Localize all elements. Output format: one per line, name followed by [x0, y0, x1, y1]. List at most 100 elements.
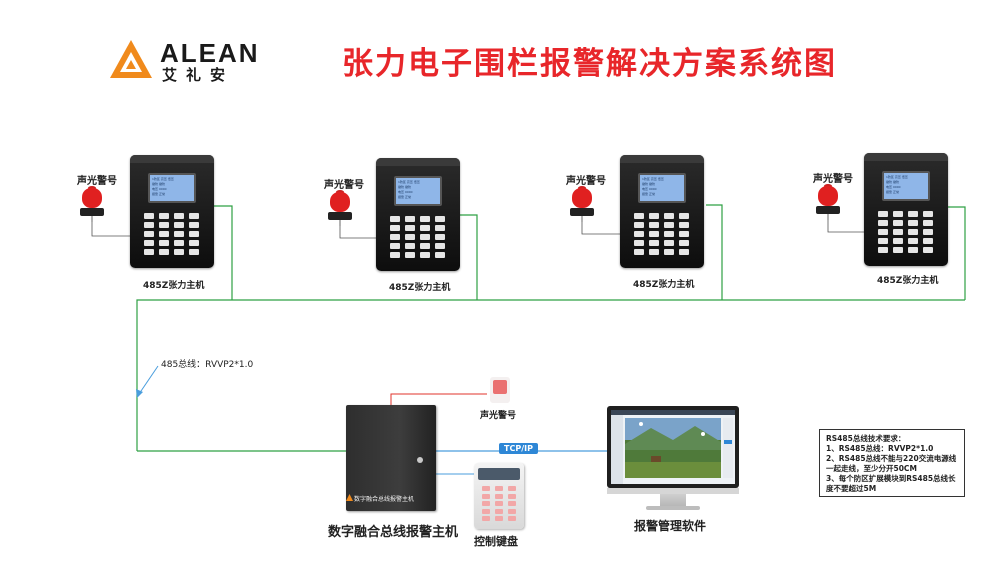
host-key [878, 238, 888, 244]
host-key [634, 213, 644, 219]
host-key [159, 222, 169, 228]
host-key [893, 247, 903, 253]
host-key [923, 229, 933, 235]
host-key [679, 222, 689, 228]
host-key [420, 225, 430, 231]
panel-label: 数字融合总线报警主机 [328, 525, 459, 540]
host-key [893, 211, 903, 217]
keypad-key [482, 493, 490, 499]
rs485-notes: RS485总线技术要求： 1、RS485总线：RVVP2*1.0 2、RS485… [819, 429, 965, 497]
host-key [405, 216, 415, 222]
host-key [390, 243, 400, 249]
host-key [435, 243, 445, 249]
host-key [435, 225, 445, 231]
host-key [420, 252, 430, 258]
siren-lead-wires [91, 216, 865, 239]
bus-label-arrow [138, 365, 159, 395]
host-key [189, 249, 199, 255]
panel-siren-wire [390, 393, 487, 405]
host-key [893, 220, 903, 226]
host-key [159, 213, 169, 219]
host-label-1: 485Z张力主机 [143, 281, 205, 291]
brand-name-en: ALEAN [160, 38, 260, 68]
host-key [908, 238, 918, 244]
host-key [159, 231, 169, 237]
host-keypad [878, 211, 936, 257]
host-key [420, 234, 430, 240]
host-key [435, 234, 445, 240]
host-key [144, 213, 154, 219]
host-key [420, 243, 430, 249]
host-key [649, 231, 659, 237]
host-key [679, 213, 689, 219]
keypad-key [495, 508, 503, 514]
host-key [144, 231, 154, 237]
strobe-siren-icon [328, 190, 352, 226]
host-key [405, 234, 415, 240]
host-key [435, 252, 445, 258]
notes-title: RS485总线技术要求： [826, 434, 906, 443]
monitor-base [646, 506, 700, 510]
notes-line-4: 3、每个防区扩展模块到RS485总线长 [826, 474, 956, 483]
host-key [174, 249, 184, 255]
host-key [679, 249, 689, 255]
host-key [144, 249, 154, 255]
alean-logo-icon [110, 40, 152, 78]
keypad-key [495, 486, 503, 491]
siren-label-1: 声光警号 [77, 176, 117, 187]
keypad-key [482, 516, 490, 521]
host-key [923, 220, 933, 226]
host-key [664, 231, 674, 237]
host-keypad [390, 216, 448, 262]
host-label-4: 485Z张力主机 [877, 276, 939, 286]
keypad-key [508, 516, 516, 521]
keypad-screen [478, 468, 520, 480]
host-key [908, 211, 918, 217]
page-title: 张力电子围栏报警解决方案系统图 [342, 46, 837, 82]
panel-lock-icon [417, 457, 423, 463]
host-key [664, 249, 674, 255]
strobe-siren-icon [570, 186, 594, 222]
host-key [144, 240, 154, 246]
strobe-siren-icon [816, 184, 840, 220]
host-keypad [634, 213, 692, 259]
alean-logo-icon [346, 494, 353, 501]
keypad-key [482, 486, 490, 491]
keypad-key [495, 516, 503, 521]
siren-label-2: 声光警号 [324, 180, 364, 191]
host-key [923, 211, 933, 217]
monitor-stand [660, 494, 686, 508]
software-screenshot [611, 410, 735, 484]
panel-badge-text: 数字融合总线报警主机 [354, 496, 415, 503]
keypad-key [482, 501, 490, 506]
host-label-2: 485Z张力主机 [389, 283, 451, 293]
host-key [649, 222, 659, 228]
keypad-key [508, 501, 516, 506]
host-key [174, 240, 184, 246]
host-key [649, 249, 659, 255]
host-key [893, 229, 903, 235]
host-key [679, 231, 689, 237]
host-key [189, 240, 199, 246]
host-key [878, 247, 888, 253]
host-key [664, 222, 674, 228]
host-key [634, 249, 644, 255]
monitor-label: 报警管理软件 [634, 519, 707, 533]
host-key [908, 229, 918, 235]
notes-line-1: 1、RS485总线：RVVP2*1.0 [826, 444, 934, 453]
strobe-siren-icon [80, 186, 104, 222]
notes-line-3: 一起走线，至少分开50CM [826, 464, 917, 473]
host-key [405, 252, 415, 258]
host-keypad [144, 213, 202, 259]
host-key [878, 229, 888, 235]
keypad-buttons [479, 486, 519, 524]
host-key [878, 211, 888, 217]
siren-label-3: 声光警号 [566, 176, 606, 187]
host-key [679, 240, 689, 246]
host-key [144, 222, 154, 228]
